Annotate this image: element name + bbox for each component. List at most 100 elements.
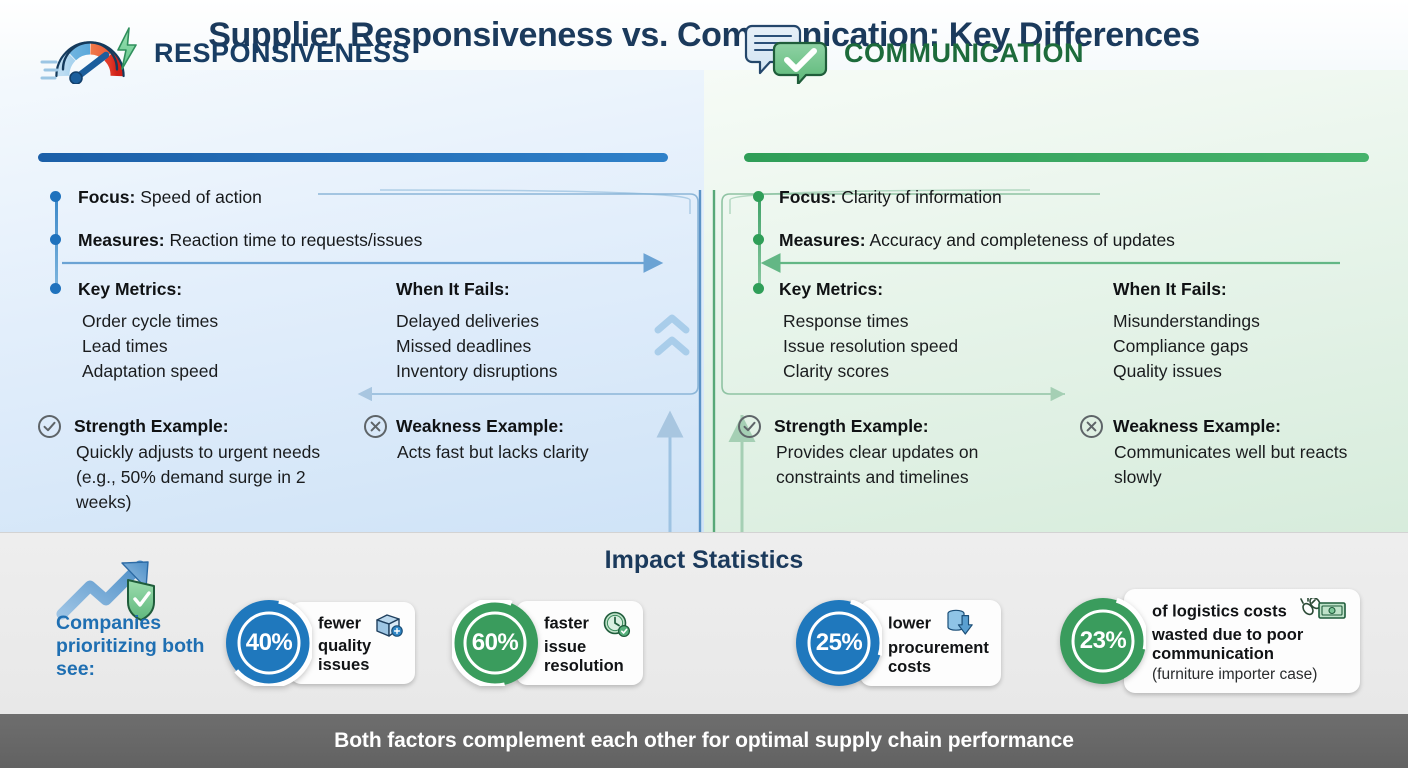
stat-line: resolution (544, 657, 624, 675)
communication-underline (744, 153, 1369, 162)
left-focus-label: Focus: (78, 187, 136, 207)
title-bar: Supplier Responsiveness vs. Communicatio… (0, 0, 1408, 70)
bullet-dot (753, 191, 764, 202)
list-item: Inventory disruptions (396, 360, 558, 381)
growth-arrow-shield-icon (56, 560, 176, 627)
list-item: Issue resolution speed (783, 335, 959, 356)
list-item: Compliance gaps (1113, 335, 1249, 356)
stat-text-0: fewer quality issues (318, 611, 403, 676)
left-strength-text: Quickly adjusts to urgent needs (e.g., 5… (76, 442, 321, 512)
bullet-dot (753, 283, 764, 294)
list-item: Response times (783, 311, 909, 331)
right-strength-label: Strength Example: (774, 416, 929, 436)
left-weakness-label: Weakness Example: (396, 416, 564, 436)
donut-chart-1: 60% (449, 597, 541, 689)
banner-text: Both factors complement each other for o… (334, 729, 1074, 752)
left-focus-row: Focus: Speed of action (78, 186, 262, 208)
stat-value-1: 60% (471, 629, 519, 656)
left-focus-value: Speed of action (135, 187, 262, 207)
coins-down-arrow-icon (938, 609, 977, 635)
list-item: Misunderstandings (1113, 311, 1260, 331)
donut-chart-2: 25% (793, 597, 885, 689)
right-focus-row: Focus: Clarity of information (779, 186, 1002, 208)
responsiveness-underline (38, 153, 668, 162)
responsiveness-title: RESPONSIVENESS (154, 37, 411, 68)
left-fails-heading: When It Fails: (396, 279, 510, 299)
responsiveness-header: RESPONSIVENESS (40, 22, 411, 85)
broken-chain-money-icon (1294, 595, 1349, 623)
stat-value-2: 25% (815, 629, 863, 656)
stat-text-2: lower procurement costs (888, 609, 989, 678)
list-item: Missed deadlines (396, 335, 532, 356)
stat-value-3: 23% (1079, 627, 1127, 654)
check-circle-icon (738, 415, 761, 438)
x-circle-icon (364, 415, 387, 438)
stat-label-card-3: of logistics costs wasted due to poor co… (1124, 588, 1361, 694)
list-item: Adaptation speed (82, 360, 219, 381)
package-box-icon (368, 613, 403, 637)
stat-line: costs (888, 658, 932, 676)
speech-bubbles-check-icon (744, 22, 830, 86)
stat-card-2[interactable]: 25% lower procurement costs (793, 597, 1001, 689)
stat-line: procurement (888, 638, 989, 657)
left-measures-row: Measures: Reaction time to requests/issu… (78, 229, 422, 251)
right-focus-label: Focus: (779, 187, 837, 207)
x-circle-icon (1080, 415, 1103, 438)
stat-line: of logistics costs (1152, 602, 1287, 621)
right-measures-value: Accuracy and completeness of updates (865, 230, 1175, 250)
right-focus-value: Clarity of information (836, 187, 1002, 207)
left-measures-value: Reaction time to requests/issues (164, 230, 423, 250)
stat-text-1: faster issue resolution (544, 610, 631, 677)
stat-line: lower (888, 613, 932, 632)
bullet-dot (50, 191, 61, 202)
list-item: Delayed deliveries (396, 311, 539, 331)
bullet-dot (50, 283, 61, 294)
right-fails-heading: When It Fails: (1113, 279, 1227, 299)
donut-chart-0: 40% (223, 597, 315, 689)
bottom-banner: Both factors complement each other for o… (0, 714, 1408, 768)
page-title: Supplier Responsiveness vs. Communicatio… (208, 15, 1200, 54)
stat-label-card-2: lower procurement costs (860, 599, 1001, 687)
left-metrics-heading: Key Metrics: (78, 279, 183, 299)
stat-line: issue (544, 637, 587, 656)
list-item: Order cycle times (82, 311, 219, 331)
stat-line: fewer (318, 613, 362, 632)
left-strength-label: Strength Example: (74, 416, 229, 436)
right-weakness-label: Weakness Example: (1113, 416, 1281, 436)
clock-icon (596, 611, 631, 637)
communication-title: COMMUNICATION (844, 37, 1084, 68)
stat-line: issues (318, 656, 370, 674)
left-measures-label: Measures: (78, 230, 165, 250)
stat-sublabel-3: (furniture importer case) (1152, 665, 1318, 683)
list-item: Clarity scores (783, 360, 889, 381)
right-measures-label: Measures: (779, 230, 866, 250)
companies-prioritizing-note: Companies prioritizing both see: (56, 612, 205, 680)
stat-text-3: of logistics costs wasted due to poor co… (1152, 595, 1349, 684)
stat-line: faster (544, 613, 589, 632)
right-strength-text: Provides clear updates on constraints an… (776, 442, 979, 487)
right-fails-list: Misunderstandings Compliance gaps Qualit… (1113, 309, 1260, 384)
stat-card-1[interactable]: 60% faster issue resolution (449, 597, 643, 689)
left-metrics-list: Order cycle times Lead times Adaptation … (82, 309, 218, 384)
stat-line: wasted due to poor (1152, 625, 1304, 644)
right-metrics-heading: Key Metrics: (779, 279, 884, 299)
stat-card-0[interactable]: 40% fewer quality issues (223, 597, 415, 689)
check-circle-icon (38, 415, 61, 438)
right-metrics-list: Response times Issue resolution speed Cl… (783, 309, 958, 384)
list-item: Lead times (82, 335, 168, 356)
impact-title: Impact Statistics (604, 546, 804, 574)
left-weakness-text: Acts fast but lacks clarity (397, 442, 589, 462)
right-weakness-text: Communicates well but reacts slowly (1114, 442, 1348, 487)
stat-card-3[interactable]: 23% of logistics costs was (1057, 588, 1361, 694)
donut-chart-3: 23% (1057, 595, 1149, 687)
bullet-dot (753, 234, 764, 245)
speedometer-gauge-icon (40, 22, 140, 85)
stat-value-0: 40% (245, 629, 293, 656)
communication-header: COMMUNICATION (744, 22, 1084, 86)
list-item: Quality issues (1113, 360, 1222, 381)
stat-line: quality (318, 636, 372, 655)
bullet-dot (50, 234, 61, 245)
stat-line: communication (1152, 645, 1274, 664)
left-fails-list: Delayed deliveries Missed deadlines Inve… (396, 309, 557, 384)
